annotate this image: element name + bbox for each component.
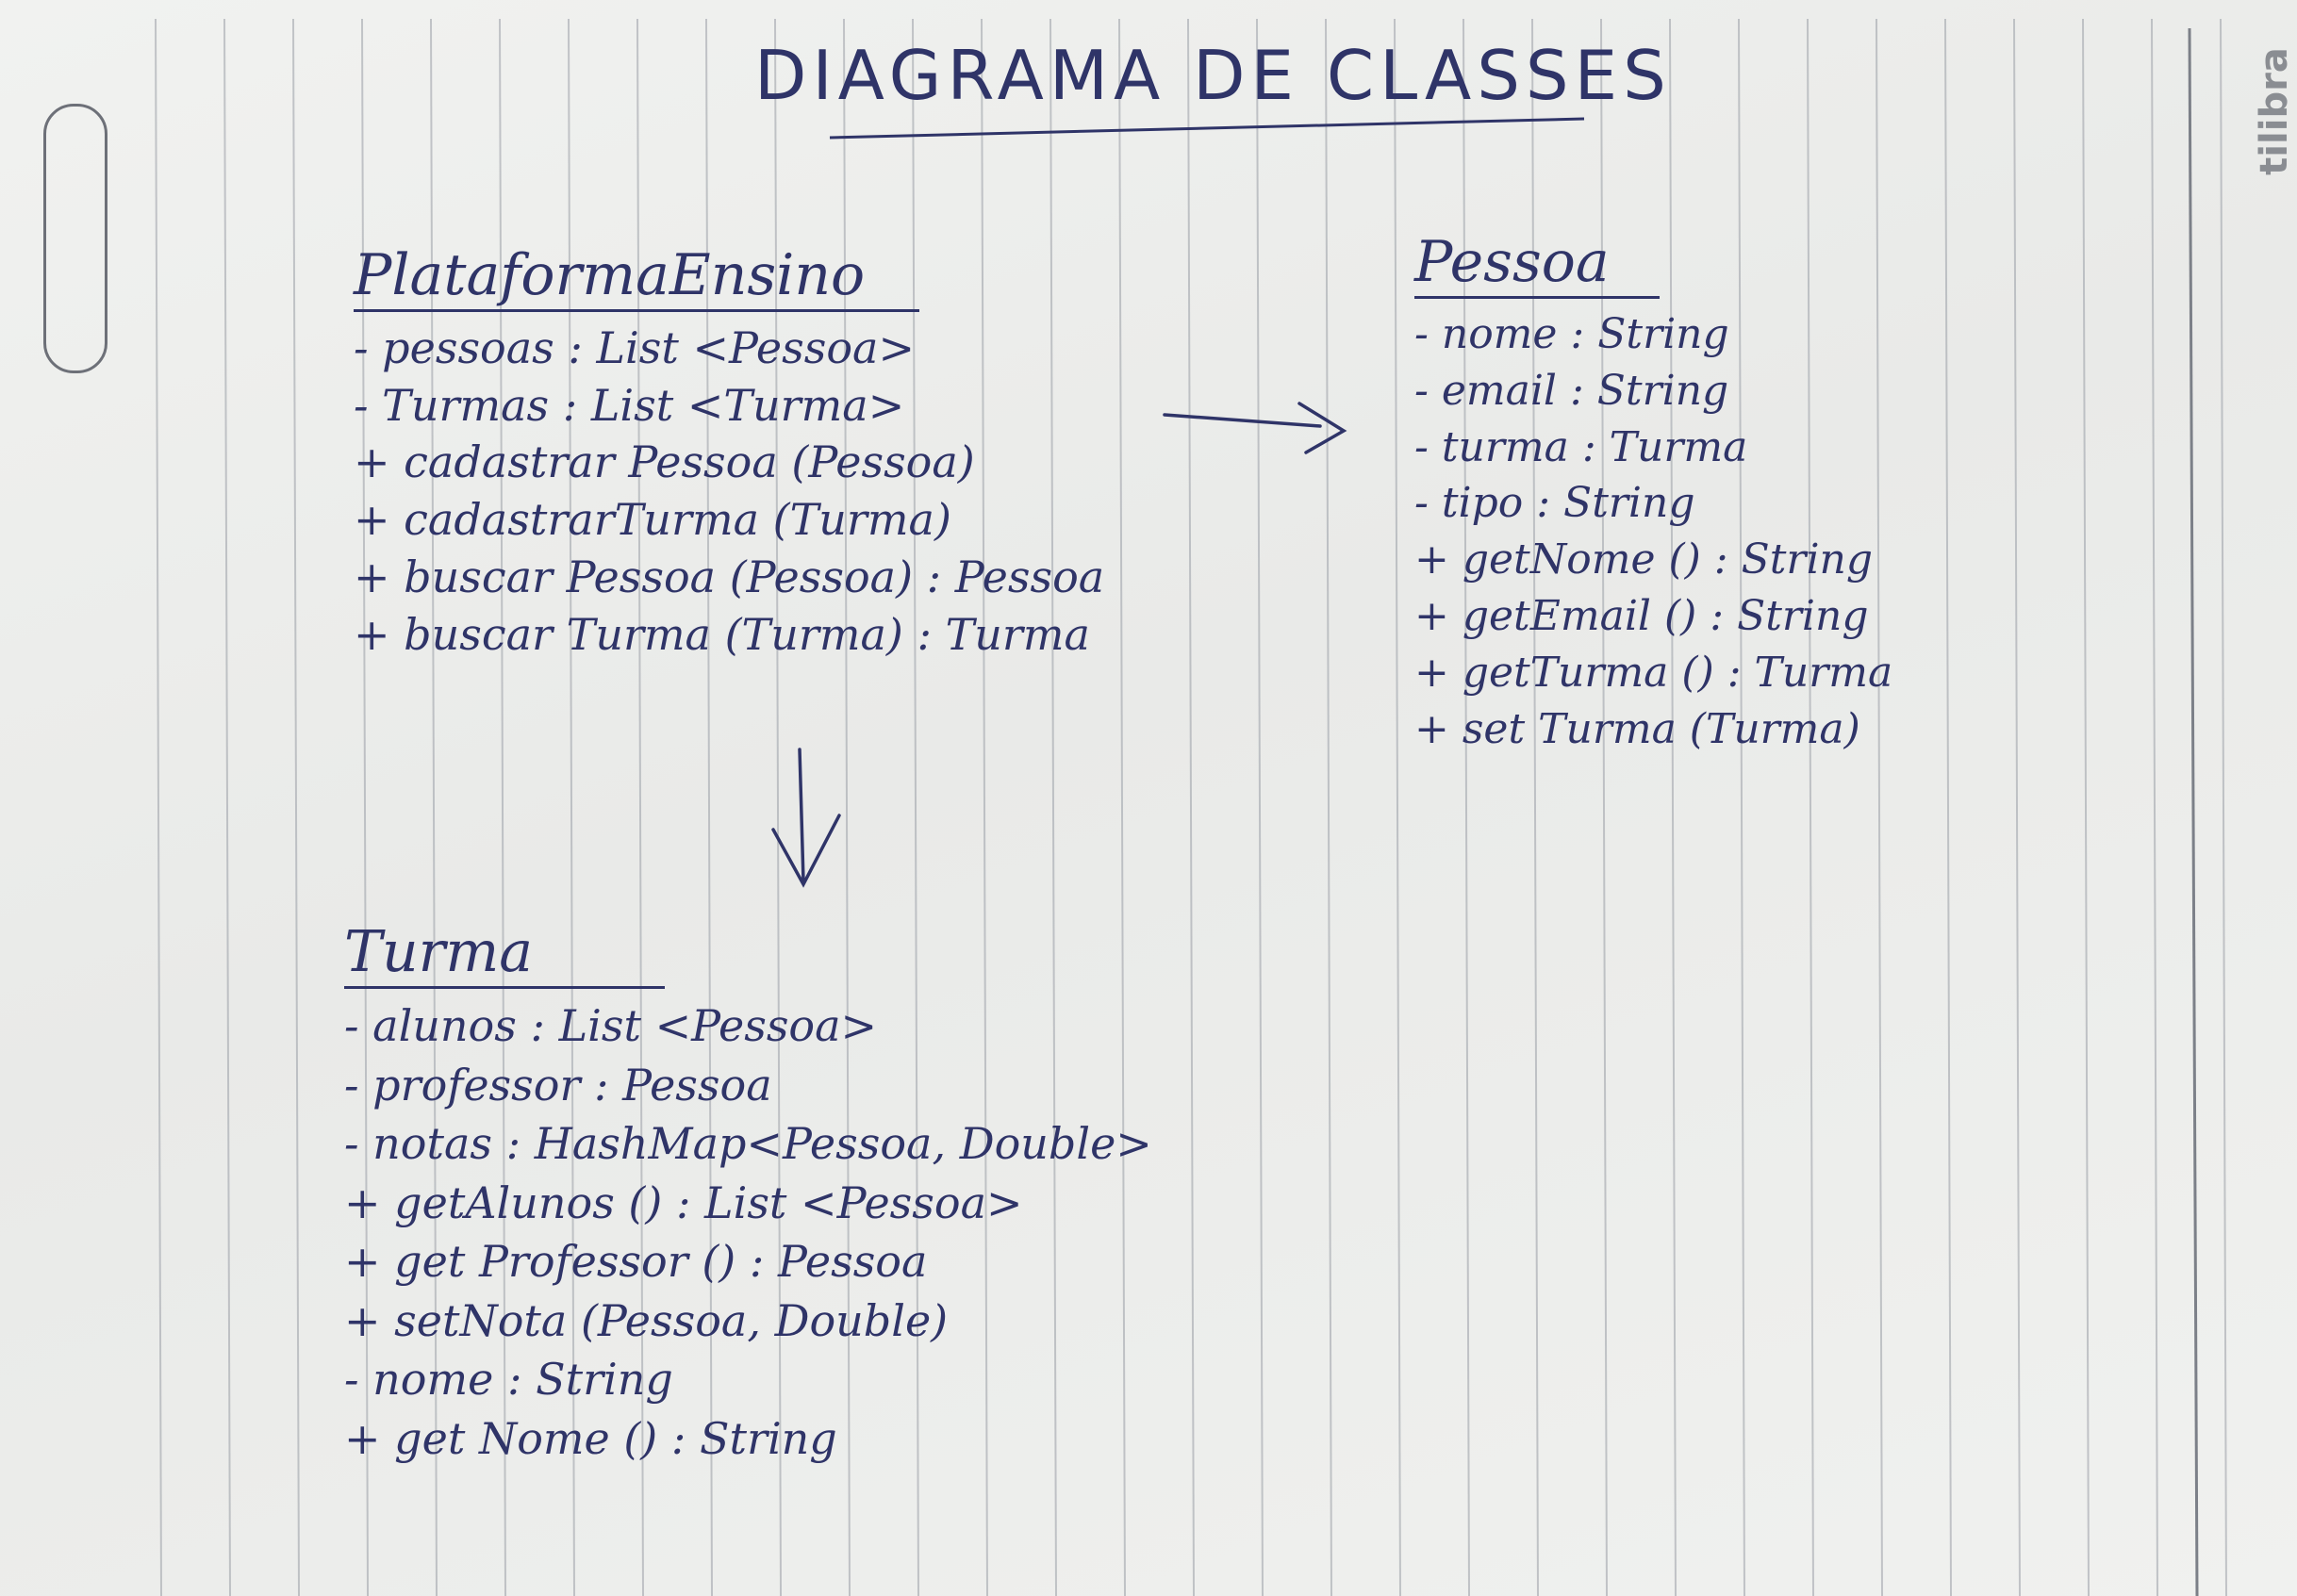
member: + getAlunos () : List <Pessoa> bbox=[344, 1176, 1023, 1228]
member: + getTurma () : Turma bbox=[1414, 648, 1893, 697]
member: - nome : String bbox=[344, 1354, 673, 1406]
member: - professor : Pessoa bbox=[344, 1059, 772, 1111]
arrow-shaft bbox=[798, 748, 805, 883]
member: - nome : String bbox=[1414, 310, 1729, 358]
class-divider bbox=[1414, 296, 1660, 299]
rule-line bbox=[1944, 18, 1952, 1596]
arrow-plataforma-to-turma bbox=[771, 748, 841, 888]
arrow-head bbox=[1297, 402, 1347, 454]
member: - pessoas : List <Pessoa> bbox=[354, 322, 916, 373]
rule-line bbox=[2082, 18, 2090, 1596]
arrow-head bbox=[771, 814, 841, 888]
member: - tipo : String bbox=[1414, 479, 1695, 528]
rule-line bbox=[912, 18, 919, 1596]
rule-line bbox=[774, 18, 782, 1596]
rule-line bbox=[2220, 18, 2227, 1596]
member: - Turmas : List <Turma> bbox=[354, 379, 905, 431]
rule-line bbox=[430, 18, 438, 1596]
rule-line bbox=[1600, 18, 1608, 1596]
class-pessoa: Pessoa - nome : String - email : String … bbox=[1414, 234, 1892, 758]
rule-line bbox=[2151, 18, 2158, 1596]
member: + getEmail () : String bbox=[1414, 592, 1869, 641]
rule-line bbox=[292, 18, 300, 1596]
rule-line bbox=[1187, 18, 1195, 1596]
rule-line bbox=[155, 18, 162, 1596]
member: + setNota (Pessoa, Double) bbox=[344, 1294, 949, 1346]
rule-line bbox=[2013, 18, 2021, 1596]
member: - turma : Turma bbox=[1414, 422, 1748, 471]
page-title: DIAGRAMA DE CLASSES bbox=[754, 36, 1672, 115]
title-underline-stroke bbox=[829, 117, 1585, 140]
rule-line bbox=[1531, 18, 1539, 1596]
member: + set Turma (Turma) bbox=[1414, 704, 1860, 753]
member: + get Professor () : Pessoa bbox=[344, 1236, 928, 1288]
rule-line bbox=[843, 18, 851, 1596]
member: - email : String bbox=[1414, 366, 1729, 415]
rule-line bbox=[1049, 18, 1057, 1596]
member: + cadastrarTurma (Turma) bbox=[354, 494, 951, 546]
rule-line bbox=[1876, 18, 1883, 1596]
rule-line bbox=[568, 18, 575, 1596]
margin-line bbox=[2188, 27, 2199, 1596]
class-divider bbox=[344, 986, 665, 989]
class-divider bbox=[354, 309, 919, 312]
member: + cadastrar Pessoa (Pessoa) bbox=[354, 436, 975, 488]
rule-line bbox=[1807, 18, 1814, 1596]
rule-line bbox=[223, 18, 231, 1596]
rule-line bbox=[1325, 18, 1332, 1596]
rule-line bbox=[1462, 18, 1470, 1596]
rule-line bbox=[981, 18, 988, 1596]
class-name: Pessoa bbox=[1414, 229, 1610, 295]
rule-line bbox=[1118, 18, 1126, 1596]
rule-line bbox=[636, 18, 644, 1596]
member: - notas : HashMap<Pessoa, Double> bbox=[344, 1118, 1152, 1170]
rule-line bbox=[1738, 18, 1745, 1596]
member: + getNome () : String bbox=[1414, 535, 1874, 584]
member: + buscar Turma (Turma) : Turma bbox=[354, 608, 1090, 660]
date-box bbox=[43, 104, 107, 373]
member: - alunos : List <Pessoa> bbox=[344, 1000, 878, 1051]
rule-line bbox=[1394, 18, 1401, 1596]
member-list: - nome : String - email : String - turma… bbox=[1414, 306, 1892, 758]
class-name: PlataformaEnsino bbox=[354, 242, 866, 308]
class-name: Turma bbox=[344, 919, 534, 985]
member-list: - pessoas : List <Pessoa> - Turmas : Lis… bbox=[354, 320, 1104, 663]
rule-line bbox=[705, 18, 713, 1596]
member: + get Nome () : String bbox=[344, 1412, 837, 1464]
class-turma: Turma - alunos : List <Pessoa> - profess… bbox=[344, 924, 1152, 1468]
rule-line bbox=[1669, 18, 1677, 1596]
rule-line bbox=[499, 18, 506, 1596]
arrow-shaft bbox=[1163, 413, 1322, 428]
member: + buscar Pessoa (Pessoa) : Pessoa bbox=[354, 551, 1105, 602]
rule-line bbox=[1256, 18, 1264, 1596]
class-plataforma-ensino: PlataformaEnsino - pessoas : List <Pesso… bbox=[354, 247, 1104, 663]
rule-line bbox=[361, 18, 369, 1596]
member-list: - alunos : List <Pessoa> - professor : P… bbox=[344, 996, 1152, 1468]
arrow-plataforma-to-pessoa bbox=[1163, 402, 1347, 454]
